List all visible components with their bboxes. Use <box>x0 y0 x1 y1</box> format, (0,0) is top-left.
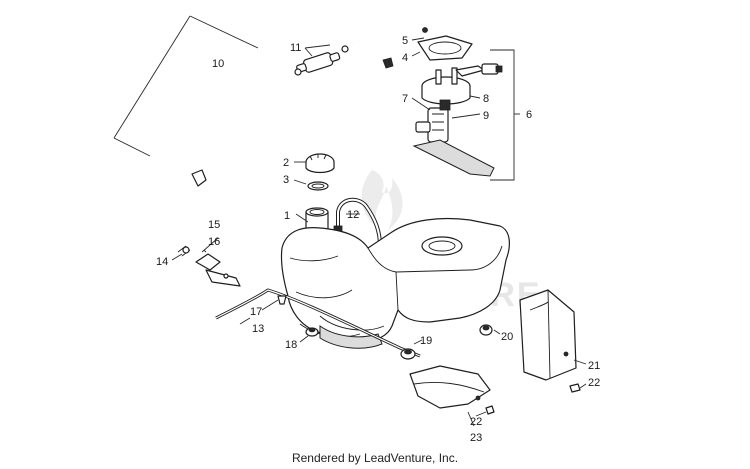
pump-body <box>427 107 449 143</box>
callout-8: 8 <box>483 93 489 105</box>
fuel-tank <box>280 197 510 349</box>
callout-23: 23 <box>470 432 482 444</box>
callout-17: 17 <box>250 306 262 318</box>
callout-2: 2 <box>283 157 289 169</box>
bolt <box>277 295 287 305</box>
callout-5: 5 <box>402 35 408 47</box>
callout-12: 12 <box>347 209 359 221</box>
bracket <box>205 269 241 287</box>
callout-6: 6 <box>526 109 532 121</box>
fuel-filter <box>303 52 334 73</box>
cap-and-seal <box>293 153 335 191</box>
render-credit: Rendered by LeadVenture, Inc. <box>291 451 459 465</box>
callout-22-bottom: 22 <box>470 416 482 428</box>
fuel-line-assembly <box>113 15 394 187</box>
fuel-pump-assembly <box>411 27 520 181</box>
callout-15: 15 <box>208 219 220 231</box>
heat-shields <box>409 289 587 427</box>
callout-4: 4 <box>402 52 408 64</box>
callout-labels: 1 2 3 4 5 6 7 8 9 10 11 12 13 14 15 16 1… <box>156 35 600 444</box>
pump-gasket <box>417 35 473 61</box>
screw-22 <box>569 383 581 393</box>
callout-22-right: 22 <box>588 377 600 389</box>
fuel-strainer <box>412 139 495 177</box>
bracket-and-strap <box>171 237 421 358</box>
fuel-line-end-fitting <box>191 169 207 187</box>
callout-19: 19 <box>420 335 432 347</box>
callout-21: 21 <box>588 360 600 372</box>
grommets <box>400 324 501 360</box>
callout-1: 1 <box>284 210 290 222</box>
callout-14: 14 <box>156 256 168 268</box>
heat-shield-23 <box>409 365 491 409</box>
callout-20: 20 <box>501 331 513 343</box>
rivet <box>182 246 190 254</box>
callout-16: 16 <box>208 236 220 248</box>
callout-18: 18 <box>285 339 297 351</box>
callout-7: 7 <box>402 93 408 105</box>
hose-clamp <box>382 57 394 69</box>
clip <box>195 253 221 271</box>
callout-9: 9 <box>483 110 489 122</box>
callout-3: 3 <box>283 174 289 186</box>
callout-13: 13 <box>252 323 264 335</box>
cap-seal <box>307 181 329 191</box>
screw-22b <box>485 405 495 415</box>
callout-10: 10 <box>212 58 224 70</box>
callout-11: 11 <box>290 42 301 54</box>
pump-screw <box>422 27 428 33</box>
